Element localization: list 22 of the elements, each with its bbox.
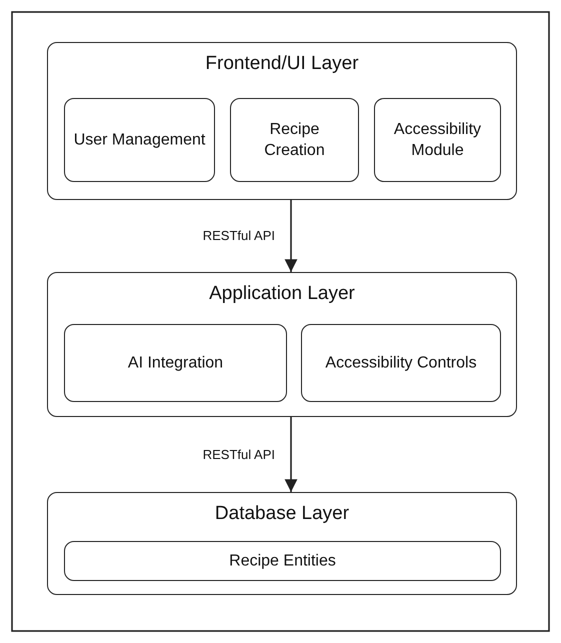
module-label: Recipe Entities [228, 552, 337, 572]
module-label: User Management [72, 130, 206, 150]
layer-box [47, 42, 517, 200]
layer-box [47, 492, 517, 595]
module-box [64, 324, 287, 402]
module-box [230, 98, 359, 182]
layer-title: Application Layer [208, 283, 356, 305]
module-box [301, 324, 501, 402]
module-label: Accessibility Module [392, 120, 482, 161]
layer-title: Database Layer [214, 503, 350, 525]
arrow [284, 417, 298, 492]
layer-box [47, 272, 517, 417]
module-box [374, 98, 501, 182]
module-label: Recipe Creation [263, 120, 326, 161]
arrow [284, 200, 298, 272]
module-label: Accessibility Controls [324, 354, 478, 374]
module-label: AI Integration [126, 354, 224, 374]
layer-title: Frontend/UI Layer [204, 53, 360, 75]
edge-label: RESTful API [202, 228, 275, 243]
module-box [64, 541, 501, 581]
edge-label: RESTful API [202, 446, 275, 462]
module-box [64, 98, 215, 182]
